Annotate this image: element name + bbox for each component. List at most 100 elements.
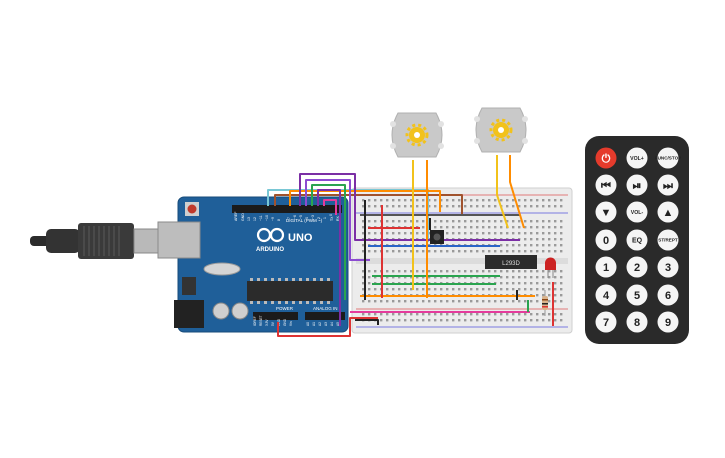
pin-label: ~9 <box>271 217 275 221</box>
usb-b-port <box>157 221 201 259</box>
remote-button-three[interactable]: 3 <box>657 256 679 278</box>
remote-button-label: ⏻ <box>602 152 611 165</box>
remote-button-one[interactable]: 1 <box>595 256 617 278</box>
remote-button-label: VOL- <box>631 210 644 216</box>
remote-button-label: 4 <box>603 290 610 302</box>
motor2-screw <box>474 116 480 122</box>
remote-button-nine[interactable]: 9 <box>657 311 679 333</box>
remote-button-label: 2 <box>634 262 640 274</box>
breadboard-center-channel <box>356 258 568 264</box>
dc-power-jack <box>174 300 204 328</box>
wire-orange-top <box>289 190 441 212</box>
red-led[interactable] <box>545 257 556 279</box>
resistor[interactable] <box>542 290 548 316</box>
pin-label: ~6 <box>293 215 297 219</box>
wire-brown <box>274 194 463 215</box>
remote-button-power[interactable]: ⏻ <box>595 147 617 169</box>
remote-button-label: ▼ <box>601 207 612 219</box>
digital-pwm-label: DIGITAL (PWM ~) <box>286 218 323 223</box>
remote-button-label: 5 <box>634 290 640 302</box>
remote-button-two[interactable]: 2 <box>626 256 648 278</box>
arduino-model-label: UNO <box>288 232 313 244</box>
motor2-lead-yellow <box>496 155 509 229</box>
dc-motor-2[interactable] <box>474 107 528 153</box>
wire-pink <box>323 199 337 215</box>
pin-label: A2 <box>318 322 322 326</box>
arduino-uno-board[interactable]: ARDUINO UNO DIGITAL (PWM ~) POWER ANALOG… <box>157 196 349 333</box>
remote-button-up[interactable]: ▲ <box>657 201 679 223</box>
gear-icon <box>489 118 513 142</box>
analog-header[interactable] <box>305 312 345 320</box>
pin-label: A3 <box>324 322 328 326</box>
remote-button-seven[interactable]: 7 <box>595 311 617 333</box>
usb-cable-tail <box>30 236 50 246</box>
remote-button-forward[interactable]: ⏭ <box>657 174 679 196</box>
arduino-logo-text: ARDUINO <box>256 247 284 253</box>
remote-button-label: 0 <box>603 235 609 247</box>
wire-red-5v <box>277 317 378 337</box>
remote-button-label: ⏯ <box>633 180 642 192</box>
pin-label: 5V <box>271 321 275 326</box>
remote-button-five[interactable]: 5 <box>626 284 648 306</box>
dc-motor-1[interactable] <box>390 112 444 158</box>
pin-label: 8 <box>277 219 281 221</box>
remote-button-rewind[interactable]: ⏮ <box>595 174 617 196</box>
remote-button-eq[interactable]: EQ <box>626 229 648 251</box>
remote-button-zero[interactable]: 0 <box>595 229 617 251</box>
pin-label: IOREF <box>253 316 257 326</box>
pushbutton[interactable] <box>430 230 444 244</box>
remote-button-voldown[interactable]: VOL- <box>626 201 648 223</box>
pin-label: A4 <box>330 322 334 326</box>
remote-button-label: 1 <box>603 262 609 274</box>
wire-purple-3 <box>317 189 341 326</box>
pin-label: ~5 <box>299 215 303 219</box>
remote-button-strept[interactable]: ST/REPT <box>657 229 679 251</box>
digital-header[interactable] <box>232 205 342 213</box>
usb-cable-strain <box>46 229 80 253</box>
motor1-screw <box>438 143 444 149</box>
motor1-screw <box>390 143 396 149</box>
gnd-label: GND <box>241 213 245 221</box>
pin-label: 7 <box>287 217 291 219</box>
pin-label: 13 <box>247 217 251 221</box>
pin-label: 3.3V <box>265 319 269 326</box>
motor1-screw <box>390 121 396 127</box>
remote-button-four[interactable]: 4 <box>595 284 617 306</box>
ir-remote[interactable]: ⏻ VOL+ FUNC/STOP ⏮ ⏯ ⏭ ▼ VOL- ▲ 0 EQ ST/REPT 1 2 3 4 5 6 7… <box>585 136 689 344</box>
remote-button-six[interactable]: 6 <box>657 284 679 306</box>
remote-button-label: ⏭ <box>663 180 673 192</box>
wire-black-gnd <box>355 319 379 325</box>
remote-button-funcstop[interactable]: FUNC/STOP <box>655 147 681 169</box>
capacitor-2 <box>231 302 249 320</box>
remote-button-eight[interactable]: 8 <box>626 311 648 333</box>
wire-purple-2 <box>305 179 370 261</box>
usb-cable[interactable] <box>30 223 159 259</box>
remote-button-label: 8 <box>634 317 640 329</box>
pin-label: RESET <box>259 315 263 326</box>
l293d-label: L293D <box>502 261 520 267</box>
pin-label: ~10 <box>265 215 269 221</box>
remote-button-play[interactable]: ⏯ <box>626 174 648 196</box>
remote-keypad: ⏻ VOL+ FUNC/STOP ⏮ ⏯ ⏭ ▼ VOL- ▲ 0 EQ ST/REPT 1 2 3 4 5 6 7… <box>595 147 681 333</box>
remote-button-label: 7 <box>603 317 609 329</box>
remote-button-label: ST/REPT <box>658 238 678 243</box>
pushbutton-cap[interactable] <box>433 233 441 241</box>
pin-label: ~3 <box>311 215 315 219</box>
pin-label: 2 <box>317 217 321 219</box>
pin-label: 4 <box>305 217 309 219</box>
l293d-driver-chip[interactable]: L293D <box>485 255 537 269</box>
wire-purple-1 <box>299 173 520 241</box>
remote-button-down[interactable]: ▼ <box>595 201 617 223</box>
pin-label: 0 <box>329 214 333 216</box>
pin-label: A0 <box>306 322 310 326</box>
reset-button[interactable] <box>187 204 197 214</box>
pin-label: 1 <box>323 217 327 219</box>
gear-icon <box>405 123 429 147</box>
power-header[interactable] <box>253 312 298 320</box>
pin-label: 12 <box>253 217 257 221</box>
pin-label: GND <box>283 318 287 326</box>
power-label: POWER <box>276 306 294 311</box>
usb-plug-metal <box>133 228 159 254</box>
remote-button-volup[interactable]: VOL+ <box>626 147 648 169</box>
